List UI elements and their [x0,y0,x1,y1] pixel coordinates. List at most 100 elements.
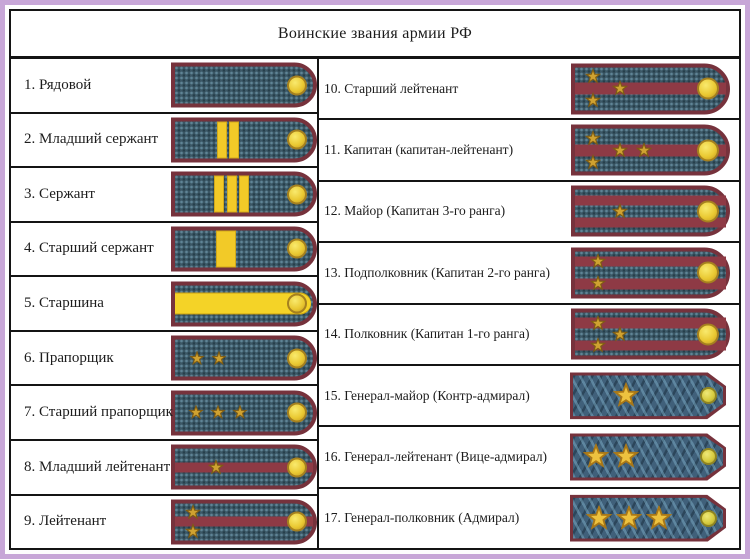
epaulette-officer1 [571,124,730,176]
table-row: 5. Старшина [11,277,317,332]
table-row: 11. Капитан (капитан-лейтенант) [319,120,739,182]
rank-label: 3. Сержант [24,185,95,202]
vertical-stripe [214,175,225,213]
column-right: 10. Старший лейтенант 11. Капитан (капита… [319,59,739,548]
epaulette-soldier [171,171,317,217]
epaulette-general [570,433,726,481]
rank-stripe [575,340,726,351]
rank-label: 4. Старший сержант [24,240,154,257]
epaulette-button-icon [287,348,307,369]
table-row: 17. Генерал-полковник (Адмирал) [319,489,739,548]
rank-star-icon [589,315,606,331]
column-left: 1. Рядовой 2. Младший сержант 3. Сержант 4.… [11,59,319,548]
rank-star-icon [232,405,248,420]
rank-label: 9. Лейтенант [24,513,107,530]
epaulette-field [573,436,723,478]
table-row: 13. Подполковник (Капитан 2-го ранга) [319,243,739,305]
rank-stripe [175,462,313,473]
rank-star-icon [208,459,225,475]
rank-stripe [575,82,726,95]
epaulette-button-icon [287,238,307,259]
vertical-stripe [229,121,240,159]
rank-star-icon [612,203,629,219]
rank-label: 5. Старшина [24,295,104,312]
epaulette-button-icon [700,509,717,527]
rank-star-icon [645,505,672,531]
epaulette-officer1 [171,499,317,545]
epaulette-soldier [171,117,317,163]
rank-stripe [575,317,726,329]
rank-label: 13. Подполковник (Капитан 2-го ранга) [324,264,550,280]
epaulette-button-icon [697,261,719,284]
rank-stripe [175,516,313,527]
table-body: 1. Рядовой 2. Младший сержант 3. Сержант 4.… [11,59,739,548]
rank-star-icon [585,68,602,85]
table-row: 10. Старший лейтенант [319,59,739,121]
table-row: 7. Старший прапорщик [11,386,317,441]
shoulder-band [175,292,311,315]
epaulette-general [570,494,726,542]
epaulette-officer2 [571,247,730,299]
rank-star-icon [188,405,204,420]
epaulette-button-icon [287,129,307,150]
rank-star-icon [585,505,612,531]
rank-label: 10. Старший лейтенант [324,80,459,96]
table-row: 14. Полковник (Капитан 1-го ранга) [319,305,739,366]
epaulette-button-icon [287,402,307,423]
epaulette-button-icon [697,200,719,223]
rank-stripe [575,144,726,157]
table-row: 1. Рядовой [11,59,317,114]
rank-star-icon [589,337,606,353]
epaulette-button-icon [287,511,307,532]
rank-star-icon [612,443,639,470]
rank-star-icon [589,275,606,292]
rank-label: 6. Прапорщик [24,349,114,366]
rank-label: 8. Младший лейтенант [24,458,171,475]
rank-star-icon [612,80,629,97]
rank-star-icon [612,326,629,342]
epaulette-officer1 [571,63,730,115]
epaulette-soldier [171,62,317,108]
rank-label: 16. Генерал-лейтенант (Вице-адмирал) [324,448,548,464]
rank-label: 2. Младший сержант [24,131,159,148]
table-row: 8. Младший лейтенант [11,441,317,496]
epaulette-button-icon [697,139,719,162]
table-row: 4. Старший сержант [11,223,317,278]
vertical-stripe [216,121,227,159]
table-row: 9. Лейтенант [11,496,317,549]
epaulette-general [570,372,726,420]
epaulette-soldier [171,335,317,381]
rank-star-icon [211,350,227,366]
rank-label: 7. Старший прапорщик [24,404,173,421]
rank-label: 1. Рядовой [24,76,92,93]
epaulette-button-icon [700,387,717,405]
rank-label: 15. Генерал-майор (Контр-адмирал) [324,387,530,403]
table-title: Воинские звания армии РФ [11,11,739,59]
rank-star-icon [615,505,642,531]
epaulette-field [573,497,723,539]
rank-star-icon [585,154,602,170]
rank-star-icon [636,142,653,158]
rank-stripe [575,217,726,228]
epaulette-soldier [171,281,317,327]
rank-star-icon [184,504,201,520]
rank-star-icon [612,142,629,158]
epaulette-button-icon [697,323,719,346]
table-row: 15. Генерал-майор (Контр-адмирал) [319,366,739,428]
rank-star-icon [589,253,606,270]
rank-star-icon [189,350,205,366]
epaulette-button-icon [287,457,307,478]
table-row: 16. Генерал-лейтенант (Вице-адмирал) [319,427,739,489]
rank-label: 12. Майор (Капитан 3-го ранга) [324,203,506,219]
rank-label: 11. Капитан (капитан-лейтенант) [324,142,514,158]
epaulette-soldier [171,390,317,436]
rank-label: 17. Генерал-полковник (Адмирал) [324,510,520,526]
vertical-stripe [226,175,237,213]
epaulette-button-icon [700,448,717,466]
rank-label: 14. Полковник (Капитан 1-го ранга) [324,326,530,342]
table-row: 3. Сержант [11,168,317,223]
rank-star-icon [582,443,609,470]
epaulette-button-icon [287,293,307,314]
table-row: 2. Младший сержант [11,114,317,169]
